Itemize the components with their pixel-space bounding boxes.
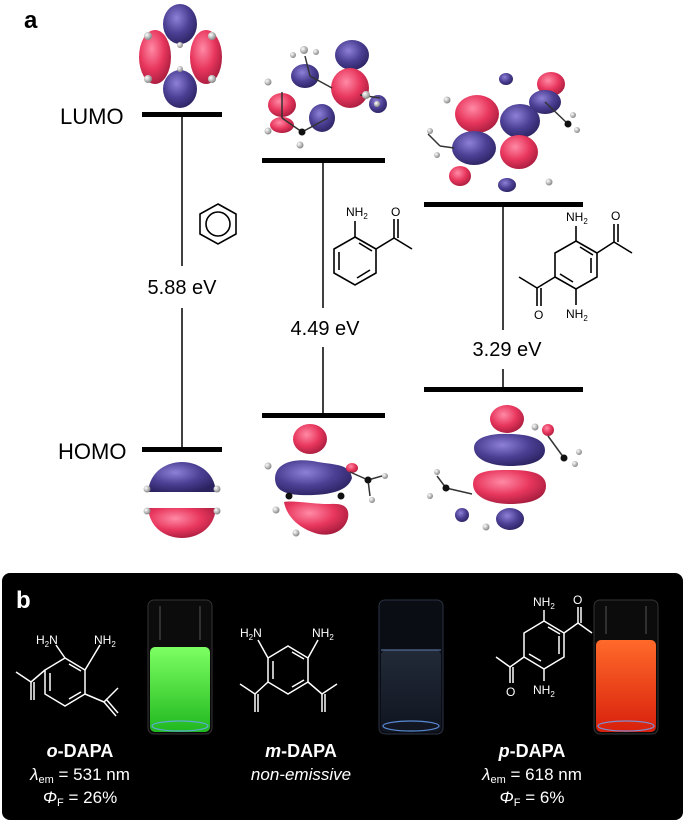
m-dapa-note: non-emissive	[251, 765, 351, 784]
lumo-label: LUMO	[60, 104, 124, 129]
m-dapa-structure	[239, 639, 338, 712]
homo-level-ortho	[262, 413, 385, 418]
ortho-aminoacetophenone-structure	[333, 219, 413, 286]
gap-label-ortho: 4.49 eV	[291, 318, 361, 340]
ortho-lumo-orbital	[264, 40, 387, 149]
p-dapa-nh2-bottom-label: NH2	[533, 683, 555, 699]
m-dapa-vial	[378, 599, 444, 735]
para-lumo-orbital	[427, 72, 580, 192]
o-dapa-nh2-label: NH2	[94, 633, 116, 649]
p-dapa-name: p-DAPA	[498, 741, 566, 761]
o-dapa-structure	[15, 644, 119, 717]
lumo-level-benzene	[142, 112, 222, 117]
ortho-oxygen-label: O	[391, 205, 400, 219]
o-dapa-name: o-DAPA	[47, 741, 114, 761]
gap-label-para: 3.29 eV	[473, 339, 543, 361]
p-dapa-nh2-top-label: NH2	[533, 595, 555, 611]
gap-label-benzene: 5.88 eV	[148, 277, 218, 299]
ortho-nh2-label: NH2	[346, 205, 368, 221]
para-nh2-top-label: NH2	[566, 210, 588, 226]
o-dapa-emission-wavelength: λem = 531 nm	[29, 765, 130, 786]
p-dapa-caption: p-DAPA λem = 618 nm ΦF = 6%	[481, 741, 582, 809]
homo-level-para	[424, 387, 583, 392]
p-dapa-oxygen-bottom-label: O	[506, 685, 515, 699]
panel-b-letter: b	[16, 587, 31, 614]
gap-connectors	[181, 117, 504, 447]
para-homo-orbital	[427, 405, 582, 531]
para-dapa-structure-a	[518, 224, 633, 306]
benzene-homo-orbital	[143, 462, 221, 538]
panel-a-letter: a	[24, 7, 38, 34]
p-dapa-oxygen-top-label: O	[573, 593, 582, 607]
o-dapa-quantum-yield: ΦF = 26%	[43, 788, 117, 809]
lumo-level-ortho	[262, 158, 385, 163]
homo-label: HOMO	[58, 439, 126, 464]
p-dapa-emission-wavelength: λem = 618 nm	[481, 765, 582, 786]
homo-level-benzene	[142, 447, 222, 452]
m-dapa-h2n-label: H2N	[240, 626, 262, 642]
p-dapa-vial	[593, 599, 659, 735]
p-dapa-structure	[495, 607, 593, 683]
m-dapa-caption: m-DAPA non-emissive	[251, 741, 351, 784]
para-nh2-bottom-label: NH2	[566, 307, 588, 323]
p-dapa-quantum-yield: ΦF = 6%	[500, 788, 565, 809]
o-dapa-vial	[147, 599, 213, 735]
m-dapa-name: m-DAPA	[265, 741, 337, 761]
energy-levels	[142, 112, 583, 452]
m-dapa-nh2-label: NH2	[312, 626, 334, 642]
para-oxygen-top-label: O	[611, 209, 620, 223]
benzene-lumo-orbital	[139, 4, 222, 108]
ortho-homo-orbital	[264, 424, 388, 537]
o-dapa-caption: o-DAPA λem = 531 nm ΦF = 26%	[29, 741, 130, 809]
lumo-level-para	[424, 202, 583, 207]
o-dapa-h2n-label: H2N	[36, 633, 58, 649]
benzene-structure	[199, 203, 237, 245]
para-oxygen-bottom-label: O	[534, 308, 543, 322]
